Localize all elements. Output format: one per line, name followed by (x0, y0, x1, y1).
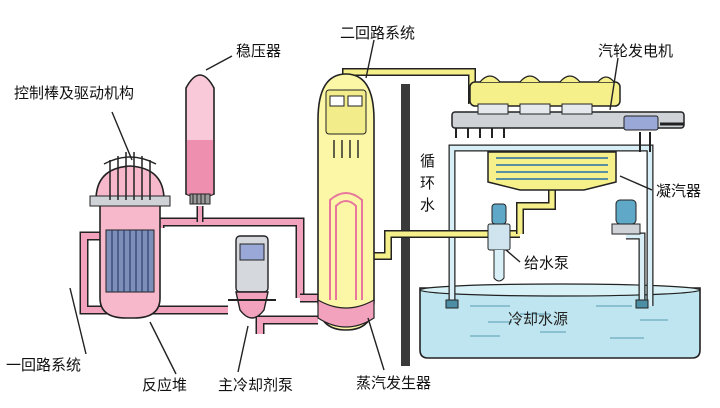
condenser (487, 151, 617, 191)
reactor-vessel (89, 152, 171, 319)
label-steam-generator: 蒸汽发生器 (356, 374, 431, 392)
label-secondary-loop: 二回路系统 (340, 24, 415, 42)
label-control-rods: 控制棒及驱动机构 (14, 84, 134, 102)
label-reactor: 反应堆 (142, 376, 187, 394)
main-coolant-pump (228, 235, 276, 319)
label-circulating-water-1: 循 (420, 152, 435, 170)
label-circulating-water-3: 水 (420, 196, 435, 214)
label-cooling-source: 冷却水源 (508, 310, 568, 328)
leader-lines (69, 39, 653, 375)
feedwater-pump (487, 203, 511, 282)
label-main-coolant-pump: 主冷却剂泵 (218, 376, 293, 394)
label-pressurizer: 稳压器 (236, 42, 281, 60)
containment-wall (401, 84, 410, 366)
label-condenser: 凝汽器 (656, 182, 701, 200)
circulating-pump (611, 199, 641, 235)
label-circulating-water-2: 环 (420, 174, 435, 192)
pressurizer (185, 74, 215, 205)
turbine-generator (451, 75, 685, 152)
circulating-water-pipes (445, 144, 654, 309)
cooling-water-reservoir (419, 283, 701, 359)
label-primary-loop: 一回路系统 (6, 356, 81, 374)
steam-generator (317, 73, 375, 331)
label-feedwater-pump: 给水泵 (524, 254, 569, 272)
label-turbine-generator: 汽轮发电机 (598, 42, 673, 60)
